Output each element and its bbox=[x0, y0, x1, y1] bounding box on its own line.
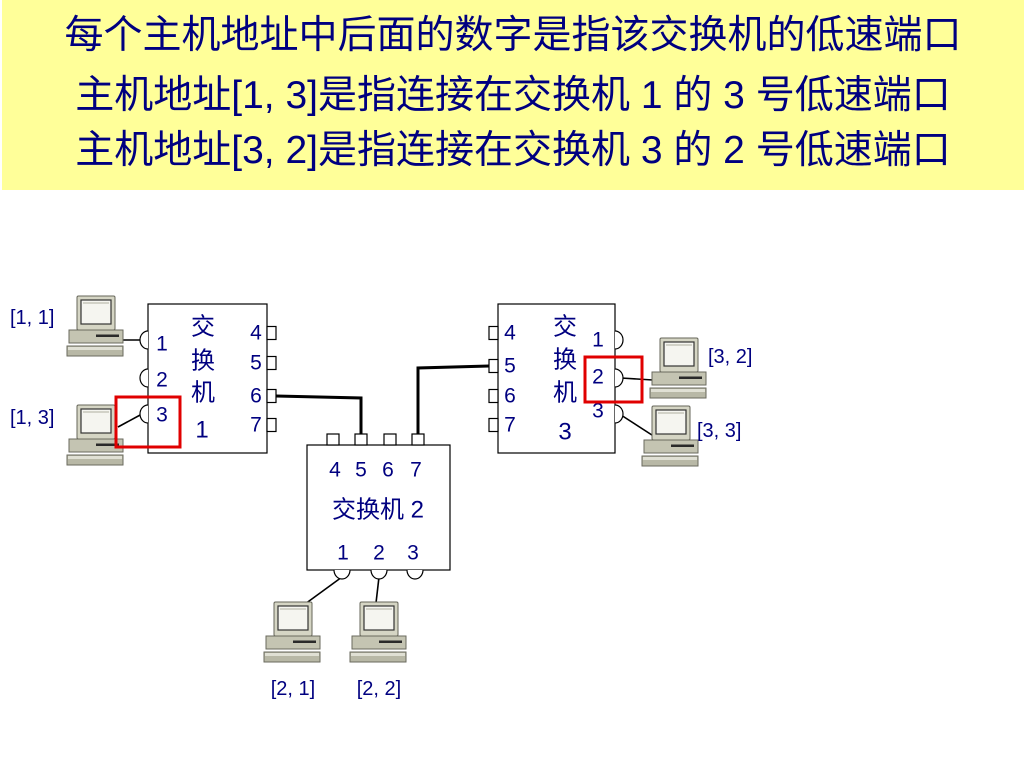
title-line-1: 每个主机地址中后面的数字是指该交换机的低速端口 bbox=[64, 14, 962, 57]
switch-3-port-1-connector bbox=[614, 330, 624, 350]
switch-2-port-5-label: 5 bbox=[355, 459, 367, 482]
switch-3-port-5-label: 5 bbox=[504, 355, 516, 378]
switch-1-port-3-connector bbox=[139, 404, 149, 424]
switch-2-port-1-label: 1 bbox=[337, 542, 349, 565]
host-2-2-pc-icon bbox=[349, 601, 407, 663]
switch-3-name-char-1: 交 bbox=[553, 314, 577, 341]
host-3-2-cable bbox=[620, 377, 654, 381]
switch-2-port-1-connector bbox=[333, 569, 351, 580]
switch-1-name-char-1: 交 bbox=[191, 314, 215, 341]
switch-1-name-char-2: 换 bbox=[191, 348, 215, 375]
host-3-3-address-label: [3, 3] bbox=[697, 420, 741, 442]
switch-3-port-6-tab bbox=[488, 388, 499, 404]
switch-2-port-5-tab bbox=[354, 433, 368, 446]
switch-2-port-2-connector bbox=[370, 569, 388, 580]
switch-2: 4 5 6 7 交换机 2 1 2 3 bbox=[306, 433, 451, 580]
title-line-2: 主机地址[1, 3]是指连接在交换机 1 的 3 号低速端口 bbox=[75, 74, 951, 117]
switch-2-port-7-label: 7 bbox=[410, 459, 422, 482]
switch-2-port-4-tab bbox=[326, 433, 340, 446]
switch-1-port-7-tab bbox=[266, 417, 277, 433]
switch-3-port-7-label: 7 bbox=[504, 414, 516, 437]
switch-2-name: 交换机 2 bbox=[332, 497, 424, 524]
host-3-2-pc-icon bbox=[649, 337, 707, 399]
switch-1-port-1-label: 1 bbox=[156, 333, 168, 356]
host-1-1-pc-icon bbox=[66, 295, 124, 357]
switch-1-name-number: 1 bbox=[195, 417, 208, 444]
title-banner: 每个主机地址中后面的数字是指该交换机的低速端口 主机地址[1, 3]是指连接在交… bbox=[2, 0, 1024, 190]
switch-1-port-4-tab bbox=[266, 325, 277, 341]
host-3-3-cable bbox=[620, 414, 656, 438]
switch-3-port-3-label: 3 bbox=[592, 400, 604, 423]
switch-1-port-4-label: 4 bbox=[250, 322, 262, 345]
highlight-box-switch-1-port-3 bbox=[114, 395, 182, 449]
host-2-2-cable bbox=[375, 576, 380, 604]
host-3-2-address-label: [3, 2] bbox=[708, 346, 752, 368]
switch-2-port-4-label: 4 bbox=[329, 459, 341, 482]
switch-3-port-4-tab bbox=[488, 325, 499, 341]
switch-1-port-6-label: 6 bbox=[250, 385, 262, 408]
switch-3: 4 5 6 7 1 2 3 交 换 机 3 bbox=[488, 303, 624, 454]
switch-3-port-6-label: 6 bbox=[504, 385, 516, 408]
switch-3-name-char-3: 机 bbox=[553, 380, 577, 407]
switch-3-port-3-connector bbox=[614, 404, 624, 424]
switch-3-name-number: 3 bbox=[558, 419, 571, 446]
switch-2-port-3-connector bbox=[406, 569, 424, 580]
switch-3-port-2-label: 2 bbox=[592, 366, 604, 389]
switch-1-port-7-label: 7 bbox=[250, 414, 262, 437]
switch-3-port-4-label: 4 bbox=[504, 322, 516, 345]
switch-2-port-6-tab bbox=[383, 433, 397, 446]
switch-2-port-7-tab bbox=[411, 433, 425, 446]
switch-2-port-2-label: 2 bbox=[373, 542, 385, 565]
switch-1-port-1-connector bbox=[139, 330, 149, 350]
host-2-1-cable bbox=[304, 576, 343, 605]
host-1-3-address-label: [1, 3] bbox=[10, 407, 54, 429]
switch-1-box bbox=[147, 303, 268, 454]
switch-1-port-6-tab bbox=[266, 388, 277, 404]
switch-1-port-5-tab bbox=[266, 355, 277, 371]
host-2-2-address-label: [2, 2] bbox=[357, 678, 401, 700]
switch-3-port-5-tab bbox=[488, 358, 499, 374]
switch-1: 1 2 3 4 5 6 7 交 换 机 1 bbox=[139, 303, 277, 454]
switch-1-port-2-connector bbox=[139, 368, 149, 388]
host-2-1-pc-icon bbox=[263, 601, 321, 663]
switch-1-port-3-label: 3 bbox=[156, 404, 168, 427]
switch-3-port-2-connector bbox=[614, 368, 624, 388]
switch-1-name-char-3: 机 bbox=[191, 380, 215, 407]
highlight-box-switch-3-port-2 bbox=[583, 355, 644, 404]
title-line-3: 主机地址[3, 2]是指连接在交换机 3 的 2 号低速端口 bbox=[75, 129, 951, 172]
switch-2-port-6-label: 6 bbox=[382, 459, 394, 482]
link-switch-1-port-6-to-switch-2-port-5 bbox=[275, 394, 363, 434]
switch-3-port-1-label: 1 bbox=[592, 329, 604, 352]
host-2-1-address-label: [2, 1] bbox=[271, 678, 315, 700]
switch-3-box bbox=[497, 303, 616, 454]
host-1-1-address-label: [1, 1] bbox=[10, 307, 54, 329]
switch-3-port-7-tab bbox=[488, 417, 499, 433]
switch-1-port-2-label: 2 bbox=[156, 369, 168, 392]
host-3-3-pc-icon bbox=[641, 405, 699, 467]
switch-2-port-3-label: 3 bbox=[407, 542, 419, 565]
host-1-3-cable bbox=[117, 413, 143, 428]
switch-3-name-char-2: 换 bbox=[553, 347, 577, 374]
switch-1-port-5-label: 5 bbox=[250, 352, 262, 375]
link-switch-3-port-5-to-switch-2-port-7 bbox=[416, 364, 490, 434]
